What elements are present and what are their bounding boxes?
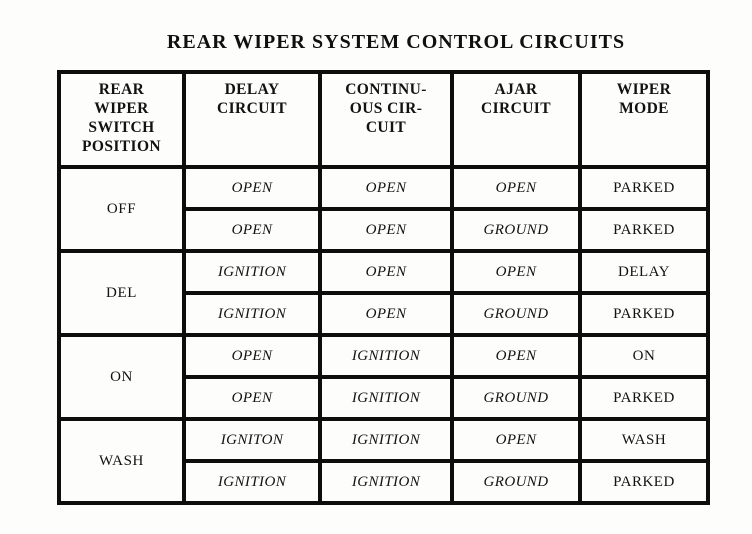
cell-continuous-circuit: IGNITION [318,459,454,505]
cell-continuous-circuit: OPEN [318,249,454,295]
cell-continuous-circuit: IGNITION [318,417,454,463]
cell-switch-position-del: DEL [57,249,186,337]
cell-delay-circuit: IGNITON [182,417,322,463]
cell-ajar-circuit: OPEN [450,165,582,211]
cell-ajar-circuit: GROUND [450,291,582,337]
header-delay-circuit: DELAY CIRCUIT [182,70,322,169]
header-wiper-mode: WIPER MODE [578,70,710,169]
cell-continuous-circuit: IGNITION [318,333,454,379]
header-row: REAR WIPER SWITCH POSITION DELAY CIRCUIT… [57,70,710,169]
cell-wiper-mode: PARKED [578,291,710,337]
cell-delay-circuit: OPEN [182,375,322,421]
table-row: ON OPEN IGNITION OPEN ON [57,333,710,421]
cell-delay-circuit: IGNITION [182,249,322,295]
cell-delay-circuit: OPEN [182,165,322,211]
cell-ajar-circuit: OPEN [450,333,582,379]
header-switch-position: REAR WIPER SWITCH POSITION [57,70,186,169]
cell-wiper-mode: WASH [578,417,710,463]
control-circuits-table: REAR WIPER SWITCH POSITION DELAY CIRCUIT… [57,70,710,505]
table-row: IGNITION OPEN GROUND PARKED [59,291,710,337]
cell-wiper-mode: ON [578,333,710,379]
cell-delay-circuit: OPEN [182,207,322,253]
table-row: OPEN OPEN GROUND PARKED [59,207,710,253]
cell-delay-circuit: OPEN [182,333,322,379]
cell-continuous-circuit: OPEN [318,207,454,253]
cell-wiper-mode: PARKED [578,459,710,505]
cell-ajar-circuit: GROUND [450,375,582,421]
cell-delay-circuit: IGNITION [182,459,322,505]
cell-switch-position-off: OFF [57,165,186,253]
cell-ajar-circuit: GROUND [450,459,582,505]
table-row: OPEN IGNITION GROUND PARKED [59,375,710,421]
cell-continuous-circuit: OPEN [318,165,454,211]
cell-ajar-circuit: OPEN [450,249,582,295]
cell-wiper-mode: DELAY [578,249,710,295]
cell-switch-position-wash: WASH [57,417,186,505]
cell-continuous-circuit: OPEN [318,291,454,337]
table-row: DEL IGNITION OPEN OPEN DELAY [57,249,710,337]
cell-wiper-mode: PARKED [578,165,710,211]
cell-wiper-mode: PARKED [578,207,710,253]
cell-delay-circuit: IGNITION [182,291,322,337]
table-row: OFF OPEN OPEN OPEN PARKED [57,165,710,253]
page-title: REAR WIPER SYSTEM CONTROL CIRCUITS [166,31,626,53]
table-row: WASH IGNITON IGNITION OPEN WASH [57,417,710,505]
table-row: IGNITION IGNITION GROUND PARKED [59,459,710,505]
cell-ajar-circuit: OPEN [450,417,582,463]
cell-switch-position-on: ON [57,333,186,421]
header-ajar-circuit: AJAR CIRCUIT [450,70,582,169]
cell-wiper-mode: PARKED [578,375,710,421]
cell-ajar-circuit: GROUND [450,207,582,253]
header-continuous-circuit: CONTINU- OUS CIR- CUIT [318,70,454,169]
cell-continuous-circuit: IGNITION [318,375,454,421]
